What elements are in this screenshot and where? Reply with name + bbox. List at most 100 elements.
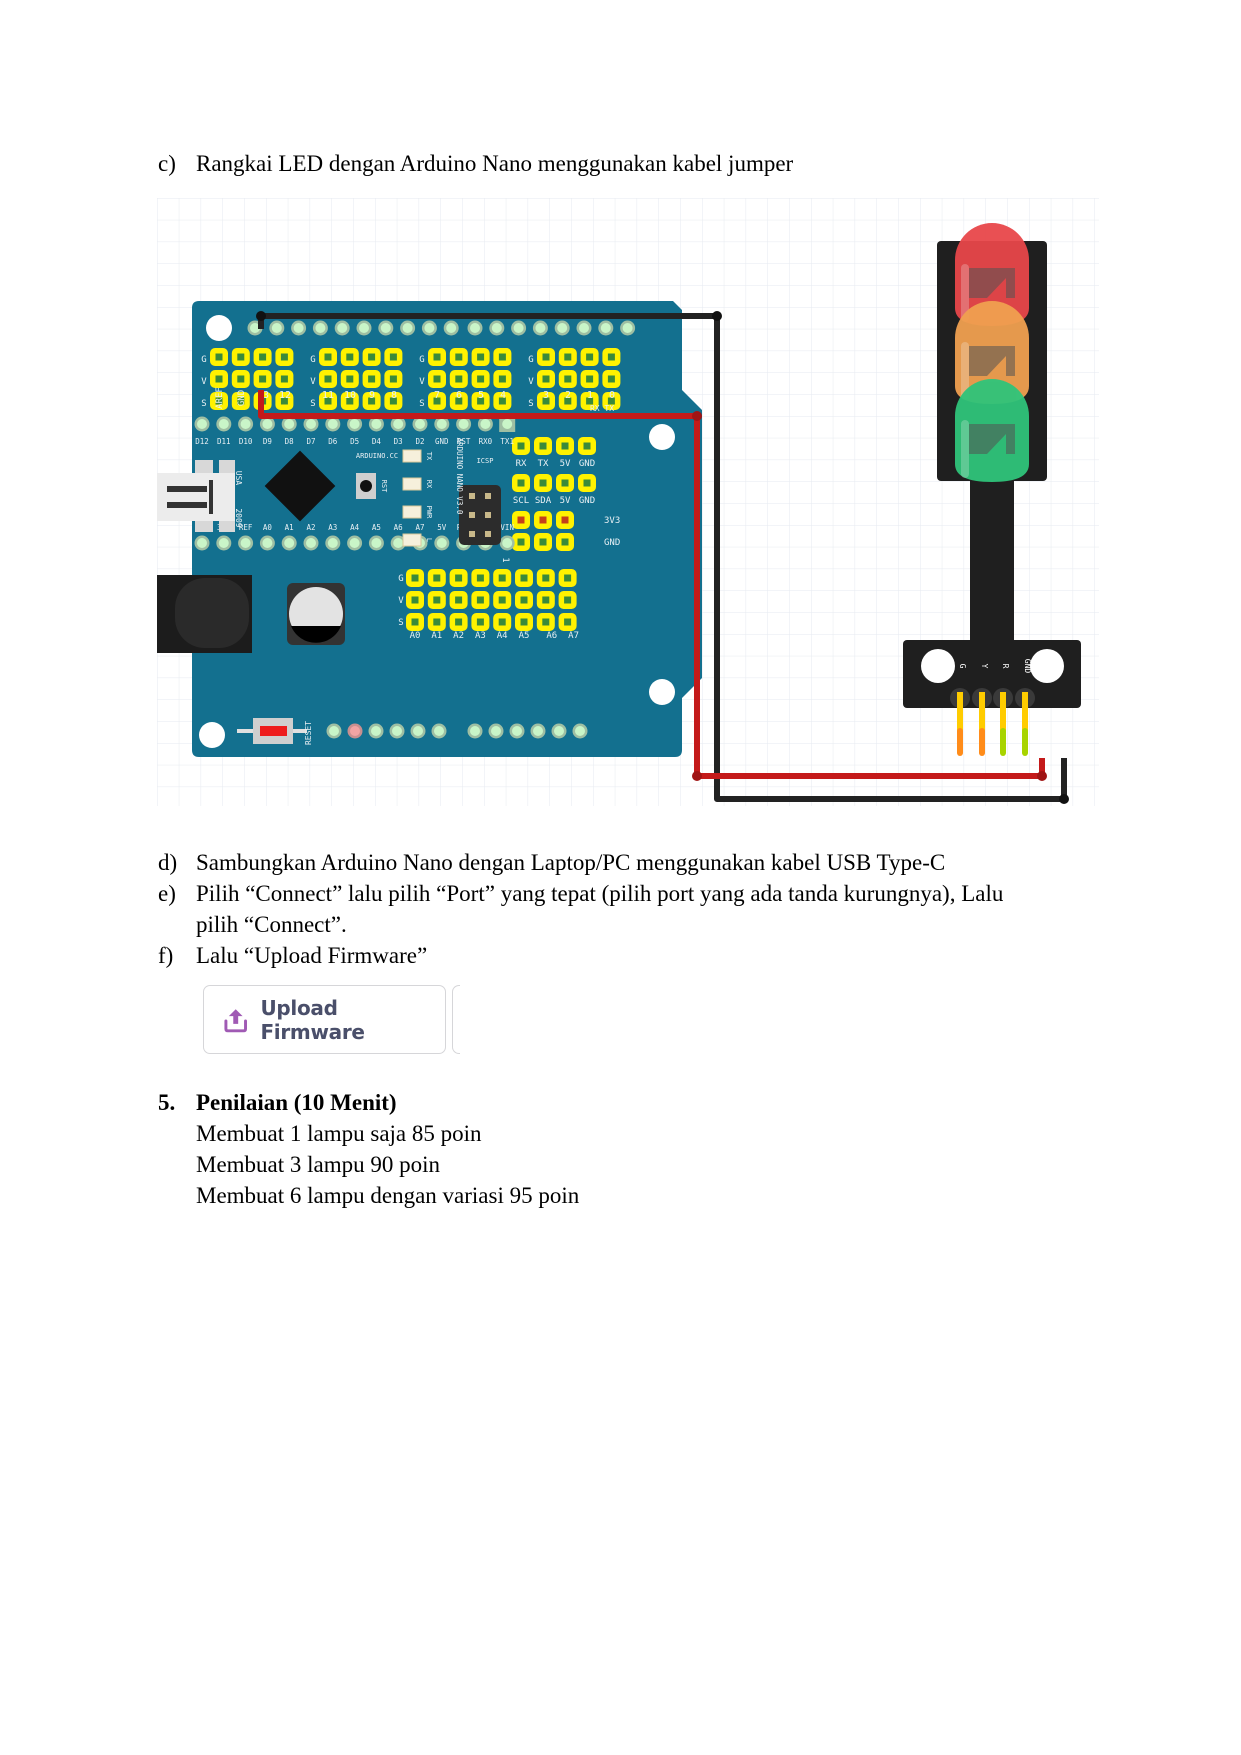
- header-pin: [433, 397, 441, 405]
- header-pin: [586, 397, 594, 405]
- pin-hole-center: [622, 323, 633, 333]
- digital-label: GND: [237, 390, 247, 406]
- step-d-text: Sambungkan Arduino Nano dengan Laptop/PC…: [196, 850, 946, 875]
- header-pin: [346, 353, 354, 361]
- header-pin: [259, 353, 267, 361]
- pin-hole-center: [250, 323, 260, 333]
- nano-bottom-pin-label: A7: [415, 523, 424, 532]
- pin-hole-center: [327, 419, 338, 429]
- wire-end: [692, 771, 702, 781]
- pin-hole-center: [197, 538, 207, 548]
- header-pin: [542, 618, 550, 626]
- pin-hole-center: [491, 323, 502, 333]
- model-label: ARDUINO NANO V3.0: [455, 438, 464, 515]
- header-pin: [455, 375, 463, 383]
- header-pin: [477, 397, 485, 405]
- pin-hole-center: [491, 726, 501, 736]
- mounting-hole: [199, 722, 225, 748]
- row-label: G: [419, 355, 424, 365]
- status-led-label: PWR: [425, 506, 433, 519]
- header-pin: [564, 596, 572, 604]
- header-pin: [586, 375, 594, 383]
- step-e-text: Pilih “Connect” lalu pilih “Port” yang t…: [196, 881, 1004, 906]
- row-label: V: [398, 596, 404, 606]
- step-d-marker: d): [158, 850, 178, 875]
- led-lead-frame: [969, 346, 1015, 376]
- header-pin: [346, 397, 354, 405]
- upload-firmware-button[interactable]: Upload Firmware: [203, 985, 446, 1054]
- step-e-text-cont: pilih “Connect”.: [196, 912, 347, 937]
- header-pin: [583, 442, 591, 450]
- header-pin: [324, 353, 332, 361]
- reset-button[interactable]: [237, 718, 307, 744]
- pin-hole-center: [415, 419, 425, 429]
- header-pin: [476, 596, 484, 604]
- nano-bottom-pin-label: A0: [263, 523, 273, 532]
- header-pin: [517, 442, 525, 450]
- row-label: S: [398, 618, 403, 628]
- pin-hole-center: [371, 726, 381, 736]
- header-pin: [539, 442, 547, 450]
- pin-hole-center: [402, 323, 413, 333]
- nano-bottom-pin-label: VIN: [500, 523, 514, 532]
- header-pin: [324, 375, 332, 383]
- pin-hole-center: [371, 538, 382, 548]
- rst-button-cap: [360, 480, 372, 492]
- pin-hole-center: [371, 419, 382, 429]
- module-mount-hole: [1030, 649, 1064, 683]
- row-label: G: [398, 574, 403, 584]
- led-highlight: [961, 342, 969, 400]
- pin-hole-center: [240, 538, 251, 548]
- assessment-item-text: Membuat 1 lampu saja 85 poin: [196, 1121, 482, 1146]
- header-pin: [476, 574, 484, 582]
- pin-hole-center: [349, 538, 360, 548]
- analog-label: A4: [497, 631, 508, 641]
- header-pin: [389, 375, 397, 383]
- header-pin: [324, 397, 332, 405]
- pin-hole-center: [315, 323, 326, 333]
- header-pin: [498, 375, 506, 383]
- header-pin: [433, 618, 441, 626]
- wire-end: [1059, 794, 1069, 804]
- mounting-hole: [649, 424, 675, 450]
- header-pin: [389, 397, 397, 405]
- digital-label: 9: [369, 390, 375, 401]
- header-pin: [564, 397, 572, 405]
- header-pin: [542, 375, 550, 383]
- header-pin: [520, 596, 528, 604]
- header-pin: [237, 397, 245, 405]
- uart-label: TX: [538, 459, 549, 469]
- pin-hole-center: [350, 726, 360, 736]
- status-led: [402, 477, 422, 491]
- pin-hole-center: [436, 419, 447, 429]
- nano-bottom-pin-label: A2: [306, 523, 315, 532]
- pin-hole-center: [393, 419, 404, 429]
- header-pin: [542, 596, 550, 604]
- wire-end: [1037, 771, 1047, 781]
- dc-power-jack: [157, 575, 252, 653]
- header-pin: [607, 397, 615, 405]
- pin-tip: [979, 728, 985, 756]
- header-pin: [542, 353, 550, 361]
- header-pin: [607, 375, 615, 383]
- row-label: V: [528, 377, 534, 387]
- pin-leg: [1022, 692, 1028, 740]
- nano-top-pin-label: D12: [195, 437, 209, 446]
- header-pin: [564, 574, 572, 582]
- row-label: G: [310, 355, 315, 365]
- wire-gnd: [261, 313, 1067, 802]
- header-pin: [607, 353, 615, 361]
- pin-tip: [957, 728, 963, 756]
- digital-label: 1: [587, 390, 593, 401]
- digital-label: AREF: [215, 387, 225, 409]
- digital-label: 6: [456, 390, 462, 401]
- header-pin: [368, 353, 376, 361]
- header-pin: [520, 618, 528, 626]
- pin-hole-center: [271, 323, 282, 333]
- analog-label: A6: [546, 631, 557, 641]
- digital-label: 8: [391, 390, 397, 401]
- header-pin: [237, 353, 245, 361]
- pin-hole-center: [306, 538, 316, 548]
- nano-bottom-pin-label: A6: [394, 523, 404, 532]
- pin-tip: [1000, 728, 1006, 756]
